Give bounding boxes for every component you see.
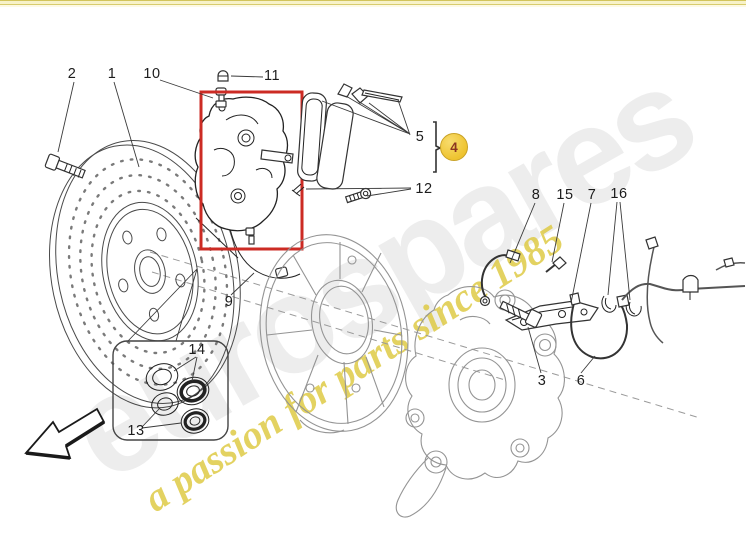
direction-arrow-icon bbox=[24, 407, 106, 460]
selected-callout-4-badge[interactable]: 4 bbox=[440, 133, 468, 161]
callout-8: 8 bbox=[531, 187, 541, 203]
callout-14: 14 bbox=[188, 342, 206, 358]
callout-16: 16 bbox=[610, 186, 628, 202]
seal-kit-inset bbox=[112, 268, 229, 441]
callout-9: 9 bbox=[224, 294, 234, 310]
callout-11: 11 bbox=[263, 68, 281, 84]
disc-bolt bbox=[44, 153, 86, 179]
axis-dashed-lines bbox=[149, 251, 701, 419]
brake-pad-kit bbox=[297, 83, 403, 190]
leader-lines bbox=[57, 75, 631, 429]
top-border-accent bbox=[0, 0, 746, 7]
callout-5: 5 bbox=[415, 129, 425, 145]
callout-1: 1 bbox=[107, 66, 117, 82]
callout-6: 6 bbox=[576, 373, 586, 389]
callout-15: 15 bbox=[556, 187, 574, 203]
brake-caliper bbox=[194, 70, 294, 245]
callout-3: 3 bbox=[537, 373, 547, 389]
hydraulic-parts bbox=[479, 236, 746, 360]
bleed-screw-cap bbox=[217, 70, 229, 82]
selection-bracket bbox=[433, 121, 442, 173]
pad-wear-sensor-wire bbox=[195, 203, 301, 279]
callout-12: 12 bbox=[415, 181, 433, 197]
callout-7: 7 bbox=[587, 187, 597, 203]
callout-2: 2 bbox=[67, 66, 77, 82]
dust-shield bbox=[259, 234, 409, 434]
spring-clips bbox=[291, 183, 372, 204]
callout-13: 13 bbox=[127, 423, 145, 439]
brake-disc bbox=[49, 140, 241, 409]
callout-10: 10 bbox=[143, 66, 161, 82]
